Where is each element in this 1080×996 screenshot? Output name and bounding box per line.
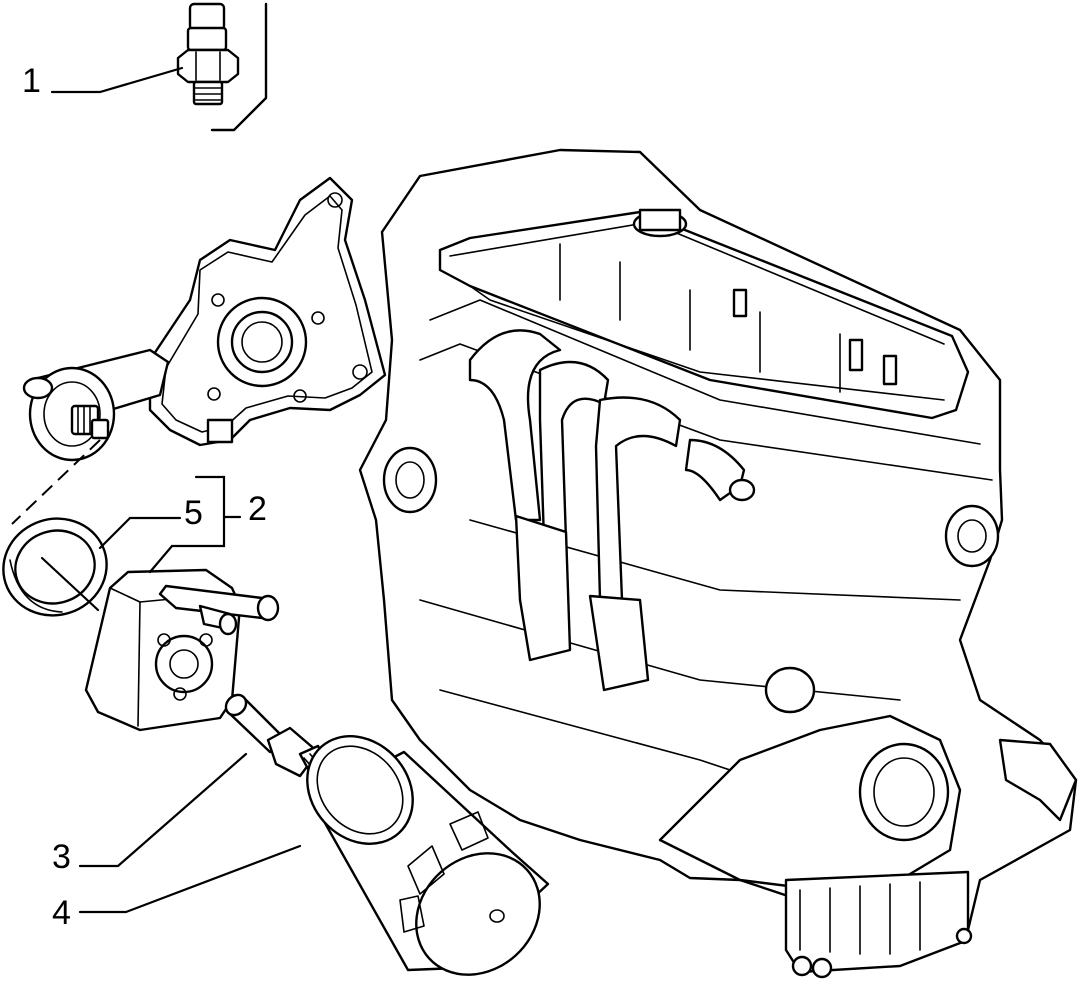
part-5-seal-ring — [2, 517, 108, 617]
leader-3 — [78, 752, 248, 868]
engine-block — [358, 148, 1078, 979]
callout-1: 1 — [22, 62, 41, 100]
callout-4: 4 — [52, 894, 71, 932]
callout-2: 2 — [248, 490, 267, 528]
leader-4 — [78, 844, 302, 914]
leader-5-axis — [40, 556, 100, 612]
callout-3: 3 — [52, 838, 71, 876]
leader-5 — [98, 516, 182, 550]
leader-1 — [50, 66, 184, 94]
part-2-oil-cooler — [84, 568, 280, 732]
leader-lines — [40, 66, 302, 914]
callout-5: 5 — [184, 494, 203, 532]
part-4-oil-filter — [306, 735, 550, 976]
part-1-oil-pressure-sensor — [176, 2, 268, 132]
oil-pump-housing — [22, 176, 387, 462]
assembly-axis-line — [11, 439, 101, 525]
leader-2-bracket — [148, 475, 226, 574]
